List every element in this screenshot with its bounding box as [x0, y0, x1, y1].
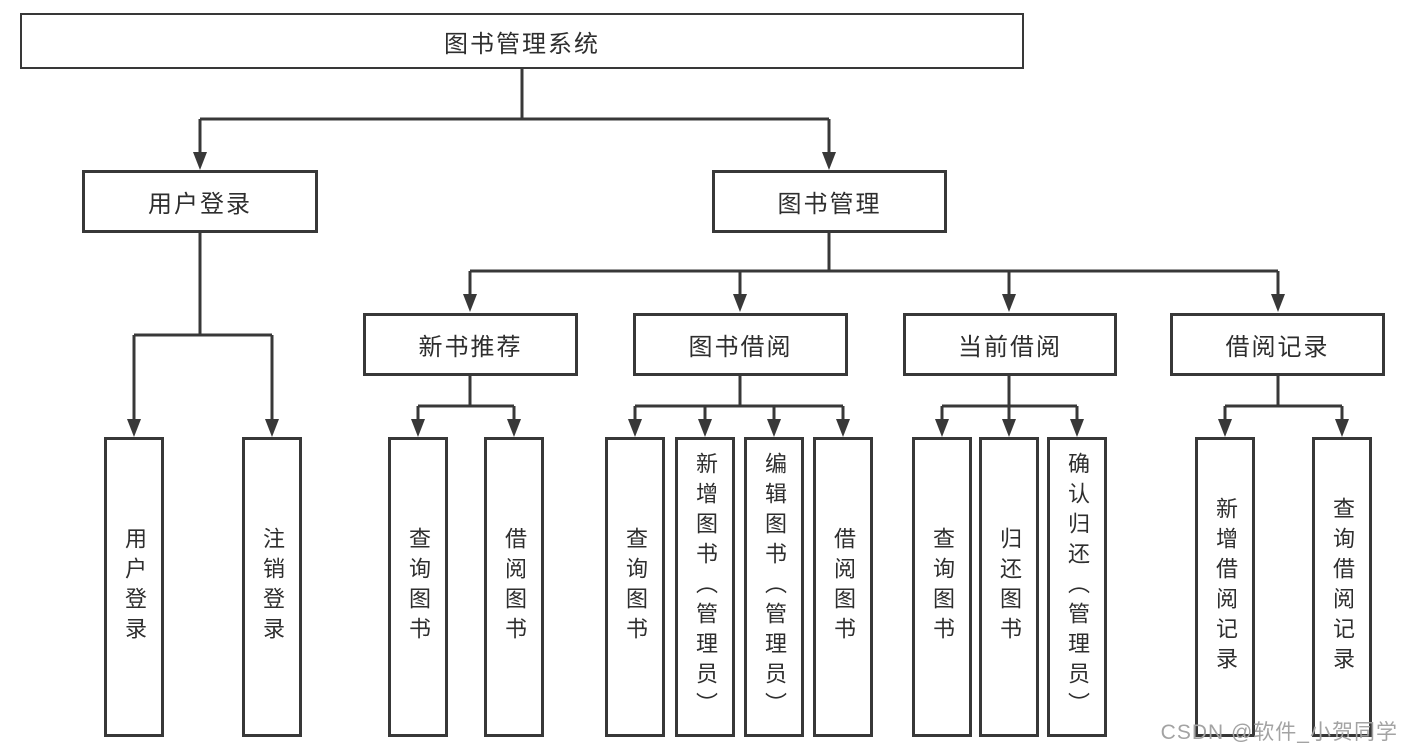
- node-current-borrowing: 当前借阅: [903, 313, 1117, 376]
- connector-new-book-recommendation-children: [411, 376, 521, 437]
- connector-borrowing-records-children: [1218, 376, 1349, 437]
- node-library-management-system: 图书管理系统: [20, 13, 1024, 69]
- connector-book-management-to-level3: [463, 233, 1285, 312]
- node-user-login: 用户登录: [82, 170, 318, 233]
- watermark: CSDN @软件_小贺同学: [1160, 721, 1398, 744]
- node-return-books: 归还图书: [979, 437, 1039, 737]
- node-query-borrow-record: 查询借阅记录: [1312, 437, 1372, 737]
- node-add-borrow-record: 新增借阅记录: [1195, 437, 1255, 737]
- node-user-login-action: 用户登录: [104, 437, 164, 737]
- node-add-books-admin: 新增图书（管理员）: [675, 437, 735, 737]
- connector-user-login-children: [127, 233, 279, 437]
- node-new-book-recommendation: 新书推荐: [363, 313, 578, 376]
- node-logout-action: 注销登录: [242, 437, 302, 737]
- node-borrow-books-recommend: 借阅图书: [484, 437, 544, 737]
- node-query-books-borrowing: 查询图书: [605, 437, 665, 737]
- connector-current-borrowing-children: [935, 376, 1084, 437]
- node-borrow-books-borrowing: 借阅图书: [813, 437, 873, 737]
- node-query-books-recommend: 查询图书: [388, 437, 448, 737]
- node-book-management: 图书管理: [712, 170, 947, 233]
- node-book-borrowing: 图书借阅: [633, 313, 848, 376]
- node-query-books-current: 查询图书: [912, 437, 972, 737]
- node-edit-books-admin: 编辑图书（管理员）: [744, 437, 804, 737]
- node-borrowing-records: 借阅记录: [1170, 313, 1385, 376]
- connector-root-to-level2: [193, 69, 836, 170]
- connector-book-borrowing-children: [628, 376, 850, 437]
- node-confirm-return-admin: 确认归还（管理员）: [1047, 437, 1107, 737]
